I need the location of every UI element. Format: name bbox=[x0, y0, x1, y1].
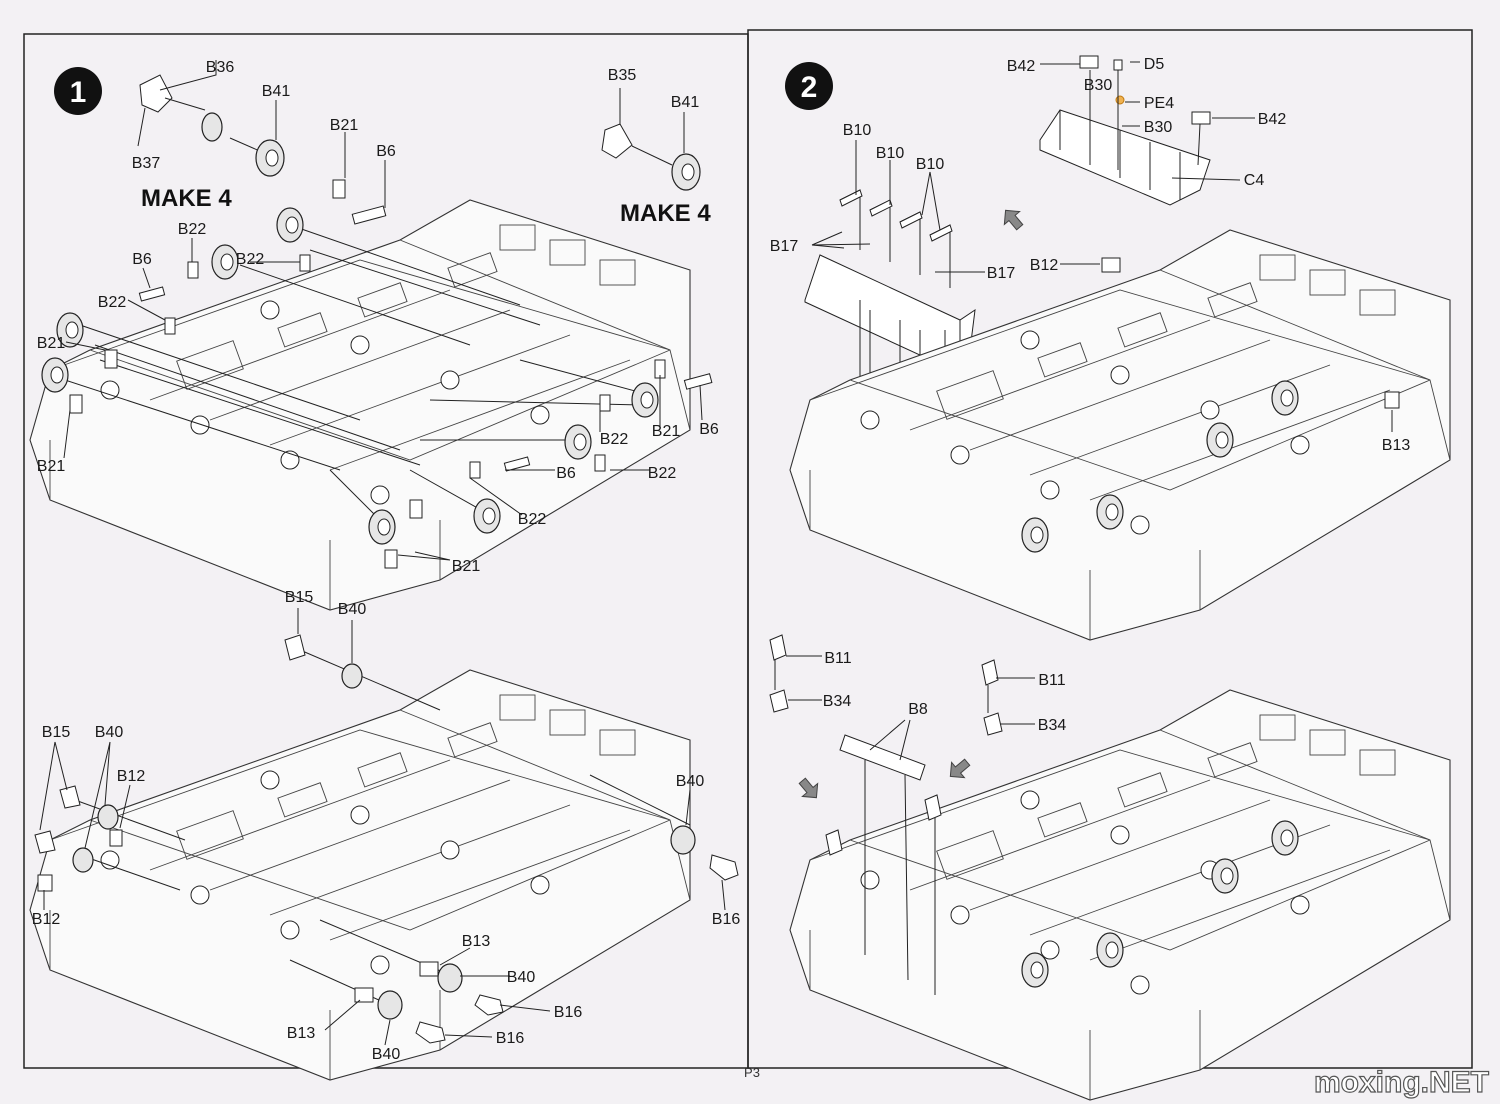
svg-text:B42: B42 bbox=[1007, 58, 1036, 75]
watermark: moxing.NET bbox=[1314, 1066, 1489, 1099]
svg-text:B15: B15 bbox=[285, 589, 314, 606]
svg-text:B41: B41 bbox=[262, 83, 291, 100]
svg-text:B12: B12 bbox=[117, 768, 146, 785]
svg-text:B17: B17 bbox=[987, 265, 1016, 282]
svg-text:B6: B6 bbox=[699, 421, 719, 438]
svg-text:B21: B21 bbox=[452, 558, 481, 575]
arm-parts-step1 bbox=[69, 179, 713, 569]
svg-text:B6: B6 bbox=[556, 465, 576, 482]
svg-text:D5: D5 bbox=[1144, 56, 1165, 73]
svg-text:B13: B13 bbox=[462, 933, 491, 950]
svg-text:B17: B17 bbox=[770, 238, 799, 255]
torsion-bars-step1-top bbox=[41, 207, 659, 545]
leaders-step1-bottom bbox=[39, 608, 726, 1046]
part-labels-step1: B36 B41 B37 B35 B41 B21 B6 B22 B6 B22 B2… bbox=[32, 59, 741, 1063]
idler-wheel-assembly-right bbox=[601, 88, 701, 191]
svg-text:B10: B10 bbox=[876, 145, 905, 162]
svg-text:B21: B21 bbox=[37, 458, 66, 475]
svg-text:B16: B16 bbox=[554, 1004, 583, 1021]
make-4-left: MAKE 4 bbox=[141, 185, 232, 212]
svg-text:C4: C4 bbox=[1244, 172, 1265, 189]
svg-text:B8: B8 bbox=[908, 701, 928, 718]
svg-text:B6: B6 bbox=[132, 251, 152, 268]
svg-text:B35: B35 bbox=[608, 67, 637, 84]
svg-text:B6: B6 bbox=[376, 143, 396, 160]
svg-text:B30: B30 bbox=[1084, 77, 1113, 94]
fender-frame-b10 bbox=[804, 140, 985, 485]
svg-text:1: 1 bbox=[70, 76, 87, 109]
svg-text:B22: B22 bbox=[600, 431, 629, 448]
svg-text:B36: B36 bbox=[206, 59, 235, 76]
part-labels-step2: B42 D5 B30 PE4 B30 B42 C4 B10 B10 B10 B1… bbox=[770, 56, 1411, 734]
svg-text:B40: B40 bbox=[507, 969, 536, 986]
idler-wheel-assembly-left bbox=[137, 60, 285, 177]
svg-text:B13: B13 bbox=[287, 1025, 316, 1042]
svg-text:2: 2 bbox=[801, 71, 818, 104]
wheels-step2-top bbox=[1021, 257, 1400, 553]
rear-frame-assembly bbox=[1003, 55, 1255, 231]
svg-text:B12: B12 bbox=[1030, 257, 1059, 274]
svg-text:B37: B37 bbox=[132, 155, 161, 172]
hull-step1-top bbox=[29, 199, 691, 611]
svg-text:B34: B34 bbox=[1038, 717, 1067, 734]
svg-text:B15: B15 bbox=[42, 724, 71, 741]
leaders-step1-top bbox=[63, 132, 703, 561]
step1-number-badge: 1 bbox=[54, 67, 102, 115]
svg-text:B41: B41 bbox=[671, 94, 700, 111]
svg-text:B22: B22 bbox=[178, 221, 207, 238]
svg-text:B10: B10 bbox=[843, 122, 872, 139]
svg-text:B42: B42 bbox=[1258, 111, 1287, 128]
svg-text:B40: B40 bbox=[338, 601, 367, 618]
svg-text:B11: B11 bbox=[1038, 672, 1065, 689]
svg-text:B21: B21 bbox=[37, 335, 66, 352]
svg-text:B10: B10 bbox=[916, 156, 945, 173]
svg-text:PE4: PE4 bbox=[1144, 95, 1174, 112]
svg-text:B34: B34 bbox=[823, 693, 852, 710]
step2-number-badge: 2 bbox=[785, 62, 833, 110]
svg-text:B30: B30 bbox=[1144, 119, 1173, 136]
svg-text:B40: B40 bbox=[95, 724, 124, 741]
svg-text:B22: B22 bbox=[98, 294, 127, 311]
svg-text:B16: B16 bbox=[712, 911, 741, 928]
svg-text:B40: B40 bbox=[676, 773, 705, 790]
page-number: P3 bbox=[744, 1065, 760, 1080]
svg-text:B21: B21 bbox=[652, 423, 681, 440]
step2-bottom-parts bbox=[769, 634, 1299, 995]
svg-text:B16: B16 bbox=[496, 1030, 525, 1047]
svg-text:B12: B12 bbox=[32, 911, 61, 928]
svg-text:B21: B21 bbox=[330, 117, 359, 134]
svg-text:B11: B11 bbox=[824, 650, 851, 667]
svg-text:B22: B22 bbox=[236, 251, 265, 268]
svg-text:B40: B40 bbox=[372, 1046, 401, 1063]
svg-text:B22: B22 bbox=[648, 465, 677, 482]
svg-text:B22: B22 bbox=[518, 511, 547, 528]
hull-step1-bottom bbox=[29, 669, 691, 1081]
torsion-bars-step1-bottom bbox=[34, 634, 739, 1044]
make-4-right: MAKE 4 bbox=[620, 200, 711, 227]
svg-text:B13: B13 bbox=[1382, 437, 1411, 454]
